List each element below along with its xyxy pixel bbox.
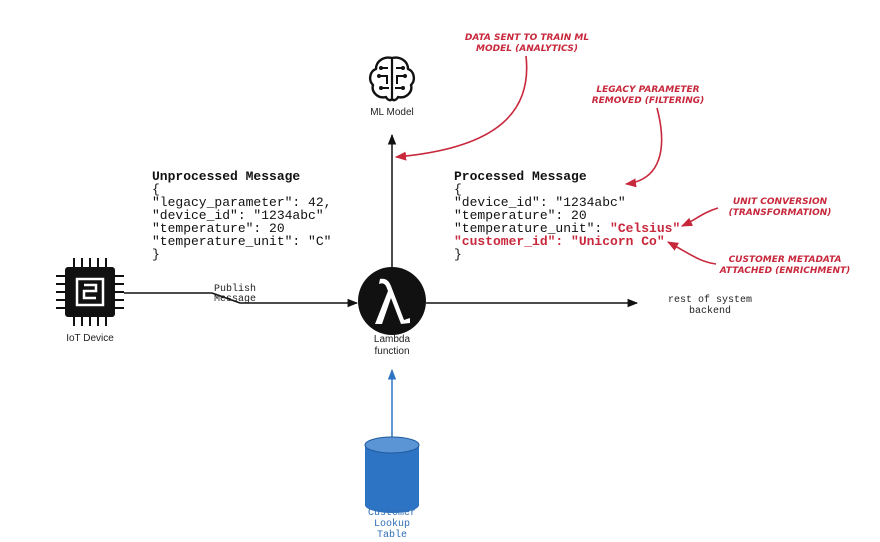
lambda-label-line1: Lambda xyxy=(374,334,411,345)
unprocessed-line4: "temperature_unit": "C" xyxy=(152,234,331,249)
processed-close: } xyxy=(454,247,462,262)
annotation-transformation: UNIT CONVERSION (TRANSFORMATION) xyxy=(680,197,832,227)
lambda-label-line2: function xyxy=(374,346,409,357)
annotation-enrich-arrow xyxy=(667,241,717,265)
processed-line4: "customer_id": "Unicorn Co" xyxy=(454,234,665,249)
annotation-filtering: LEGACY PARAMETER REMOVED (FILTERING) xyxy=(592,85,705,188)
iot-device-label: IoT Device xyxy=(66,333,114,344)
annotation-transform-arrow xyxy=(680,207,719,227)
database-icon xyxy=(364,436,420,513)
publish-label-line1: Publish xyxy=(214,283,256,295)
iot-to-lambda-arrow xyxy=(124,293,357,303)
processed-line3-value: "Celsius" xyxy=(610,221,680,236)
processed-line3: "temperature_unit": "Celsius" xyxy=(454,221,680,236)
processed-line2: "temperature": 20 xyxy=(454,208,587,223)
annotation-analytics-line1: DATA SENT TO TRAIN ML xyxy=(465,33,589,43)
processed-line1: "device_id": "1234abc" xyxy=(454,195,626,210)
unprocessed-open: { xyxy=(152,182,160,197)
unprocessed-line2: "device_id": "1234abc" xyxy=(152,208,324,223)
lookup-label-line1: Customer xyxy=(368,508,416,519)
lookup-label-line3: Table xyxy=(377,529,407,541)
ml-model-label: ML Model xyxy=(370,107,414,118)
annotation-analytics-line2: MODEL (ANALYTICS) xyxy=(476,44,578,54)
processed-message: Processed Message { "device_id": "1234ab… xyxy=(454,169,680,262)
chip-icon xyxy=(56,258,124,326)
annotation-transform-line1: UNIT CONVERSION xyxy=(733,197,828,207)
brain-icon xyxy=(368,56,416,102)
annotation-filtering-line1: LEGACY PARAMETER xyxy=(596,85,699,95)
annotation-transform-line2: (TRANSFORMATION) xyxy=(729,208,832,218)
lookup-label-line2: Lookup xyxy=(374,518,410,530)
unprocessed-title: Unprocessed Message xyxy=(152,169,300,184)
backend-label-line1: rest of system xyxy=(668,294,752,306)
annotation-enrich-line2: ATTACHED (ENRICHMENT) xyxy=(719,266,851,276)
annotation-filtering-arrow xyxy=(624,107,663,188)
lambda-icon xyxy=(358,267,426,335)
annotation-enrichment: CUSTOMER METADATA ATTACHED (ENRICHMENT) xyxy=(667,241,851,276)
unprocessed-message: Unprocessed Message { "legacy_parameter"… xyxy=(152,169,331,262)
publish-label-line2: Message xyxy=(214,294,256,305)
processed-line3-key: "temperature_unit": xyxy=(454,221,610,236)
unprocessed-line3: "temperature": 20 xyxy=(152,221,285,236)
unprocessed-close: } xyxy=(152,247,160,262)
backend-label-line2: backend xyxy=(689,305,731,317)
annotation-analytics-arrow xyxy=(394,55,528,161)
processed-open: { xyxy=(454,182,462,197)
annotation-filtering-line2: REMOVED (FILTERING) xyxy=(592,96,705,106)
processed-title: Processed Message xyxy=(454,169,587,184)
annotation-analytics: DATA SENT TO TRAIN ML MODEL (ANALYTICS) xyxy=(394,33,589,161)
unprocessed-line1: "legacy_parameter": 42, xyxy=(152,195,331,210)
annotation-enrich-line1: CUSTOMER METADATA xyxy=(729,255,842,265)
